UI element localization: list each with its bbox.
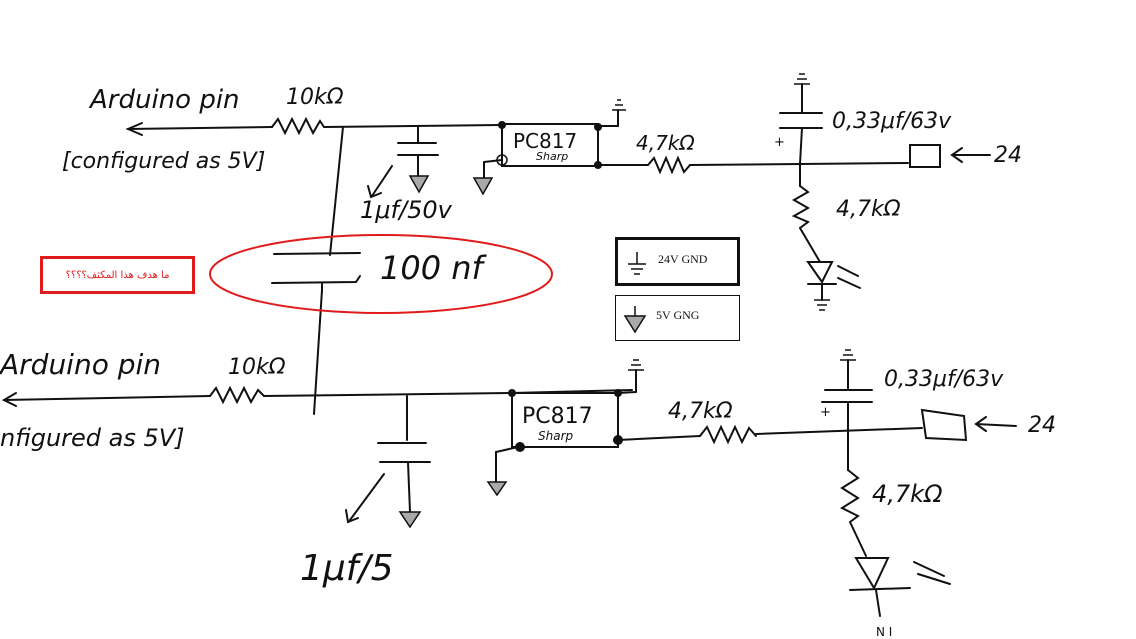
bottom-24v-arrow [975,423,1017,427]
top-24v-terminal [909,144,941,168]
ground-24v-icon [794,73,810,85]
bottom-resistor-mid-label: 4,7kΩ [668,399,733,424]
highlight-capacitor [209,234,553,314]
bottom-led-triangle [854,557,890,591]
bottom-opto-out-wire [617,435,701,441]
top-optocoupler-box [501,123,599,167]
bottom-circuit [1,289,1017,617]
junction-dot [508,389,516,397]
ground-5v-icon [408,175,430,194]
bottom-mark: N I [876,625,892,639]
top-led-triangle [806,261,834,284]
top-cap-small-label: 1μf/50v [360,196,453,224]
legend-24v-label: 24V GND [658,252,708,266]
bottom-led-ground-wire [875,589,881,617]
bottom-24v-label: 24 [1028,413,1056,438]
bottom-bigcap-label: 0,33μf/63v [884,367,1004,392]
bottom-input-wire [3,395,211,401]
ground-5v-icon [486,481,508,497]
question-note-text: ما هدف هذا المكثف؟؟؟؟ [65,269,170,281]
bottom-output-wire [755,427,923,435]
bottom-led-wire [849,521,867,557]
top-config-label: [configured as 5V] [62,149,265,174]
bottom-optocoupler-box [511,392,619,448]
top-resistor-10k [271,116,325,136]
junction-dot [613,435,623,445]
bottom-resistor-10k-label: 10kΩ [228,355,286,380]
bottom-led-ray-1 [913,561,945,577]
ground-24v-icon [612,99,626,111]
ground-24v-icon [840,349,856,361]
bottom-cap-pointer [349,473,385,521]
ground-symbols [398,175,508,529]
bottom-24v-terminal [920,408,968,442]
top-resistor-led-label: 4,7kΩ [836,197,901,222]
top-input-label: Arduino pin [88,85,240,115]
ground-24v-icon [628,252,646,275]
top-resistor-10k-label: 10kΩ [286,85,344,110]
top-resistor-4k7-led [791,185,811,229]
bottom-resistor-4k7-mid [699,424,757,445]
bottom-24v-arrowhead [974,416,987,432]
bottom-cap-pointer-head [345,509,359,524]
junction-dot [498,121,506,129]
junction-dots [496,121,623,452]
bottom-main-wire [263,392,513,397]
top-resistor-4k7-mid [647,155,691,175]
junction-dot [594,123,602,131]
top-bigcap-label: 0,33μf/63v [832,109,952,134]
top-led-ray-1 [837,265,859,277]
ground-5v-icon [398,511,422,529]
bottom-input-arrowhead [1,392,17,407]
bottom-config-label: nfigured as 5V] [0,424,185,452]
highlight-cap-plate-2 [271,275,361,284]
legend-24v-gnd: 24V GND [615,237,740,286]
bottom-led-bar [849,587,911,591]
highlight-ellipse [209,234,553,314]
top-vertical-rail [329,126,344,256]
top-optocoupler-maker: Sharp [536,150,568,163]
top-main-wire [323,124,501,128]
bottom-resistor-4k7-led [839,469,860,523]
highlight-cap-plate-1 [273,252,361,255]
ground-24v-symbols [612,73,856,371]
bottom-optocoupler-label: PC817 [522,404,593,429]
junction-dot [515,442,525,452]
top-opto-left-lead [483,159,503,163]
top-plus-sign: + [774,135,785,150]
ground-24v-icon [814,299,830,311]
top-input-wire [127,126,273,130]
highlight-cap-label: 100 nf [380,249,488,287]
top-24v-label: 24 [994,143,1022,168]
question-note-box: ما هدف هذا المكثف؟؟؟؟ [40,256,195,294]
top-cap-pointer [371,165,393,197]
bottom-optocoupler-maker: Sharp [538,429,574,443]
ground-5v-icon [623,306,647,334]
bottom-cap-lead-2 [407,461,411,513]
bottom-resistor-10k [209,385,265,405]
top-led-ray-2 [837,277,861,289]
bottom-led-ray-2 [917,573,951,585]
top-input-arrowhead [125,122,143,136]
labels: Arduino pin 10kΩ [configured as 5V] PC81… [0,85,1056,639]
junction-dot [614,389,622,397]
top-cap-pointer-head [367,185,382,199]
junction-dot [496,154,508,166]
ground-5v-icon [472,177,494,196]
top-optocoupler-label: PC817 [513,129,577,153]
junction-dot [594,161,602,169]
ground-24v-icon [628,359,644,371]
bottom-opto-left-lead [495,446,519,453]
top-resistor-mid-label: 4,7kΩ [636,131,695,155]
legend-5v-label: 5V GNG [656,308,700,322]
bottom-input-label: Arduino pin [0,348,161,381]
bottom-resistor-led-label: 4,7kΩ [872,480,943,508]
top-24v-arrowhead [950,147,963,163]
bottom-cap-small-label: 1μf/5 [300,548,394,589]
legend-5v-gnd: 5V GNG [615,295,740,341]
top-led-wire [799,227,821,263]
top-bigcap-lead-2 [799,127,803,165]
bottom-plus-sign: + [820,405,831,420]
